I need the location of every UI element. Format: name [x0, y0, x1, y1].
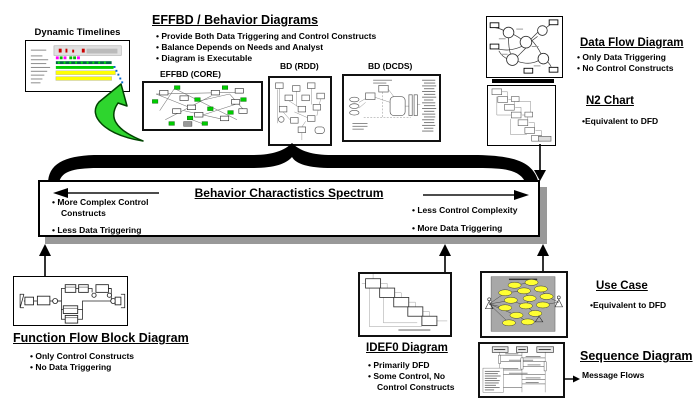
- message-flows-arrow-icon: [564, 375, 580, 383]
- dynamic-timelines-title: Dynamic Timelines: [34, 27, 121, 38]
- spectrum-right-bullet: • Less Control Complexity: [412, 205, 518, 215]
- ffbd-bullet-list: • Only Control Constructs • No Data Trig…: [30, 351, 170, 373]
- n2-chart-bullet: •Equivalent to DFD: [582, 116, 659, 126]
- ffbd-heading: Function Flow Block Diagram: [13, 331, 189, 345]
- effbd-core-thumbnail: [142, 81, 263, 131]
- spectrum-title: Behavior Charactistics Spectrum: [194, 186, 384, 200]
- bd-rdd-thumbnail: [268, 76, 332, 146]
- spectrum-left-bullet: • More Complex Control Constructs: [52, 197, 149, 218]
- ffbd-bullet: • Only Control Constructs: [30, 351, 135, 361]
- left-direction-arrow-icon: [53, 188, 159, 198]
- spectrum-left-bullets: • More Complex Control Constructs • Less…: [52, 197, 184, 236]
- n2-chart-heading: N2 Chart: [586, 95, 634, 107]
- n2-to-bar-arrow-icon: [534, 144, 546, 181]
- bd-dcds-label: BD (DCDS): [368, 61, 413, 71]
- n2-chart-thumbnail: [487, 85, 556, 146]
- message-flows-label: Message Flows: [582, 370, 645, 380]
- dynamic-timelines-thumbnail: [25, 40, 130, 92]
- bd-rdd-label: BD (RDD): [280, 61, 319, 71]
- bd-dcds-thumbnail: [342, 74, 441, 142]
- data-flow-diagram-thumbnail: [486, 16, 563, 78]
- effbd-bullet: • Balance Depends on Needs and Analyst: [156, 42, 324, 52]
- right-direction-arrow-icon: [423, 190, 529, 200]
- ffbd-thumbnail: [13, 276, 128, 326]
- spectrum-left-bullet: • Less Data Triggering: [52, 225, 142, 235]
- use-case-heading: Use Case: [596, 280, 648, 292]
- effbd-bullet: • Provide Both Data Triggering and Contr…: [156, 31, 377, 41]
- spectrum-brace-icon: [48, 143, 539, 184]
- effbd-heading: EFFBD / Behavior Diagrams: [152, 13, 319, 27]
- idef0-to-bar-arrow-icon: [439, 244, 451, 274]
- dfd-thumbnail-shadow-bar: [492, 79, 554, 83]
- idef0-bullet: • Some Control, No Control Constructs: [368, 371, 455, 392]
- ffbd-bullet: • No Data Triggering: [30, 362, 112, 372]
- ffbd-to-bar-arrow-icon: [39, 244, 51, 278]
- data-flow-bullet: • Only Data Triggering: [577, 52, 666, 62]
- effbd-core-label: EFFBD (CORE): [160, 69, 221, 79]
- data-flow-bullet: • No Control Constructs: [577, 63, 674, 73]
- idef0-heading: IDEF0 Diagram: [366, 342, 448, 354]
- idef0-bullet-list: • Primarily DFD • Some Control, No Contr…: [368, 360, 463, 393]
- use-case-bullet: •Equivalent to DFD: [590, 300, 667, 310]
- sequence-heading: Sequence Diagram: [580, 349, 693, 363]
- sequence-diagram-thumbnail: [478, 342, 565, 398]
- data-flow-heading: Data Flow Diagram: [580, 37, 684, 49]
- idef0-thumbnail: [358, 272, 452, 337]
- spectrum-right-bullet: • More Data Triggering: [412, 223, 503, 233]
- data-flow-bullet-list: • Only Data Triggering • No Control Cons…: [577, 52, 695, 74]
- idef0-bullet: • Primarily DFD: [368, 360, 430, 370]
- use-case-thumbnail: [480, 271, 568, 338]
- effbd-bullet-list: • Provide Both Data Triggering and Contr…: [156, 31, 476, 64]
- usecase-to-bar-arrow-icon: [537, 244, 549, 272]
- green-curved-arrow-icon: [94, 83, 144, 142]
- behavior-spectrum-bar: Behavior Charactistics Spectrum • More C…: [38, 180, 540, 237]
- effbd-bullet: • Diagram is Executable: [156, 53, 253, 63]
- spectrum-right-bullets: • Less Control Complexity • More Data Tr…: [412, 205, 572, 234]
